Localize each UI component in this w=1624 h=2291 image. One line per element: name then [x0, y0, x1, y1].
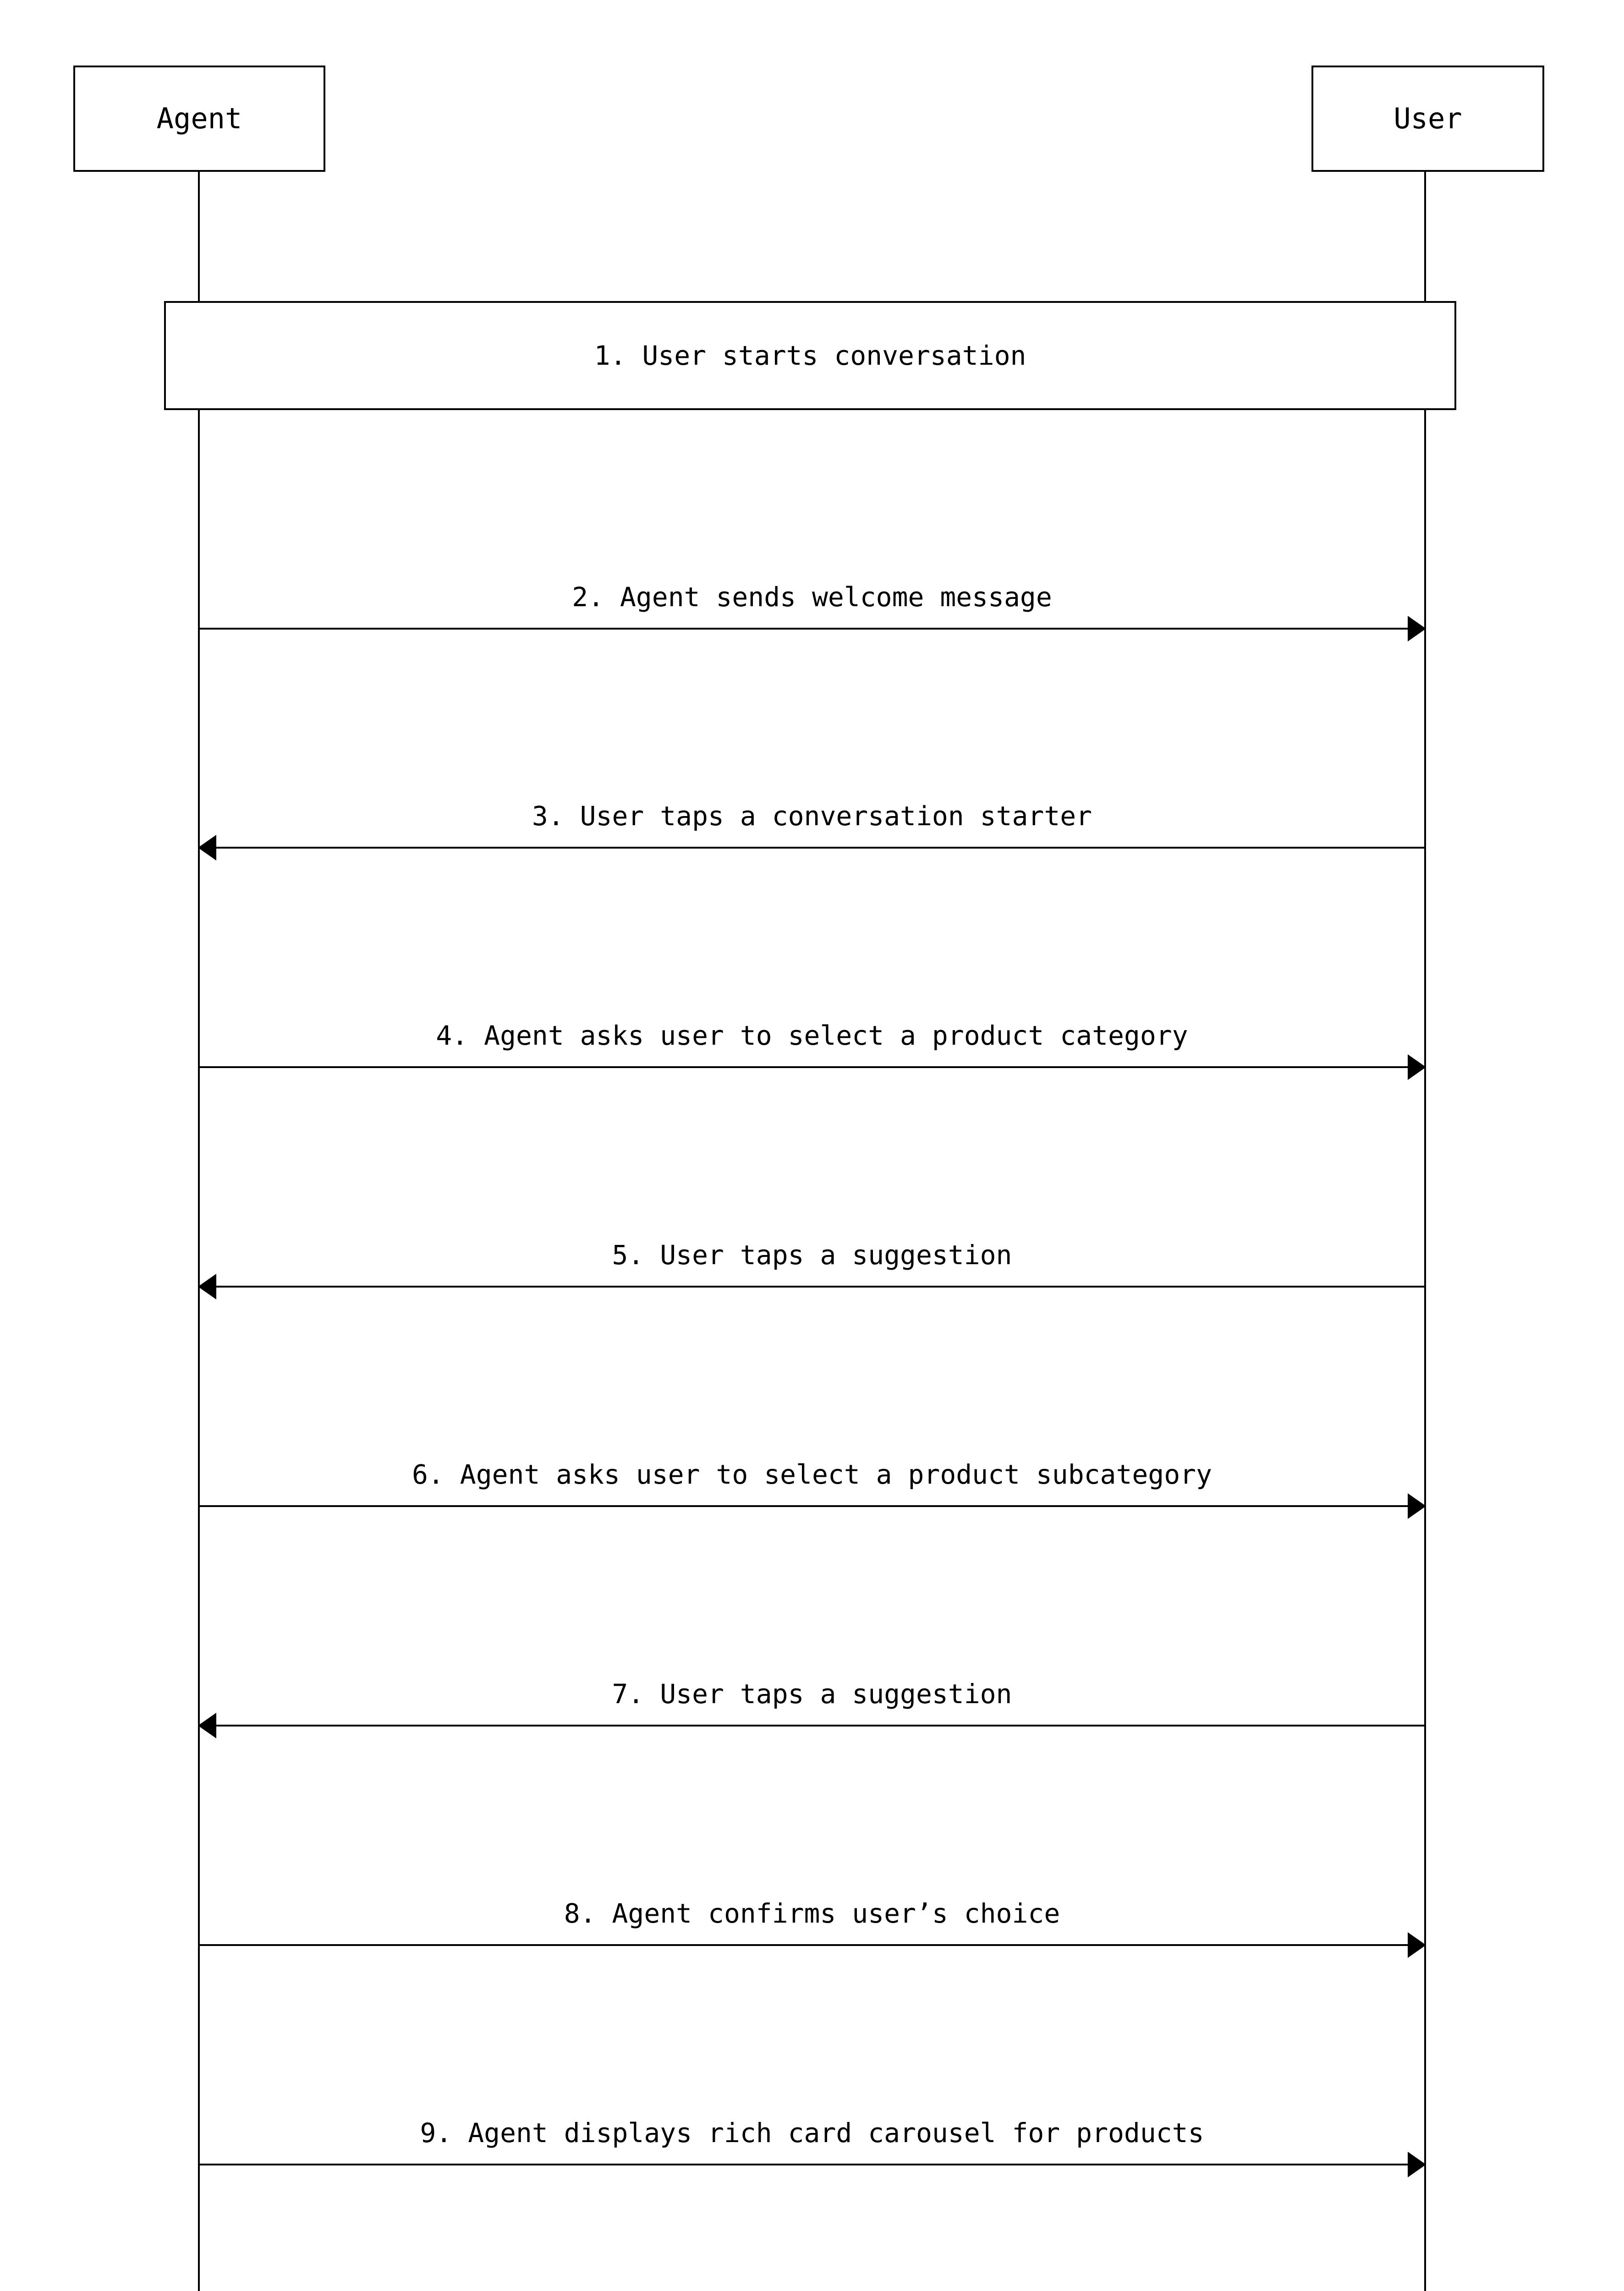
message-label-6: 6. Agent asks user to select a product s… — [412, 1458, 1212, 1490]
participant-box-user-top[interactable]: User — [1311, 66, 1544, 172]
arrow-head-right-icon-6 — [1408, 1493, 1426, 1519]
message-row-2[interactable]: 2. Agent sends welcome message — [199, 509, 1426, 641]
message-line-9 — [199, 2164, 1425, 2165]
message-row-10[interactable]: 10. User selects a product — [199, 2264, 1425, 2291]
message-line-6 — [199, 1505, 1425, 1507]
arrow-head-right-icon-2 — [1408, 616, 1426, 641]
participant-box-agent-top[interactable]: Agent — [73, 66, 325, 172]
lifeline-agent — [198, 172, 200, 2291]
arrow-head-left-icon-5 — [198, 1274, 216, 1299]
message-label-2: 2. Agent sends welcome message — [572, 581, 1052, 613]
arrow-head-right-icon-8 — [1408, 1932, 1426, 1958]
self-message-box[interactable]: 1. User starts conversation — [164, 301, 1456, 410]
arrow-head-right-icon-4 — [1408, 1054, 1426, 1080]
message-label-9: 9. Agent displays rich card carousel for… — [420, 2117, 1204, 2148]
message-row-4[interactable]: 4. Agent asks user to select a product c… — [199, 947, 1426, 1080]
message-row-3[interactable]: 3. User taps a conversation starter — [198, 728, 1425, 860]
message-label-7: 7. User taps a suggestion — [612, 1678, 1012, 1710]
message-label-4: 4. Agent asks user to select a product c… — [436, 1019, 1188, 1051]
self-message-label: 1. User starts conversation — [594, 340, 1026, 371]
arrow-head-left-icon-3 — [198, 835, 216, 860]
message-line-8 — [199, 1944, 1425, 1946]
message-line-3 — [199, 847, 1425, 849]
arrow-head-right-icon-9 — [1408, 2152, 1426, 2177]
message-line-7 — [199, 1725, 1425, 1726]
participant-label-user-top: User — [1394, 102, 1462, 135]
message-label-5: 5. User taps a suggestion — [612, 1239, 1012, 1271]
message-row-7[interactable]: 7. User taps a suggestion — [198, 1606, 1425, 1738]
message-label-3: 3. User taps a conversation starter — [532, 800, 1092, 832]
lifeline-user — [1424, 172, 1426, 2291]
participant-label-agent-top: Agent — [156, 102, 242, 135]
message-row-6[interactable]: 6. Agent asks user to select a product s… — [199, 1386, 1426, 1519]
arrow-head-left-icon-7 — [198, 1713, 216, 1738]
message-row-8[interactable]: 8. Agent confirms user’s choice — [199, 1825, 1426, 1958]
message-line-2 — [199, 628, 1425, 630]
message-line-4 — [199, 1066, 1425, 1068]
message-line-5 — [199, 1286, 1425, 1288]
message-label-8: 8. Agent confirms user’s choice — [564, 1897, 1060, 1929]
message-row-9[interactable]: 9. Agent displays rich card carousel for… — [199, 2044, 1426, 2177]
message-row-5[interactable]: 5. User taps a suggestion — [198, 1167, 1425, 1299]
